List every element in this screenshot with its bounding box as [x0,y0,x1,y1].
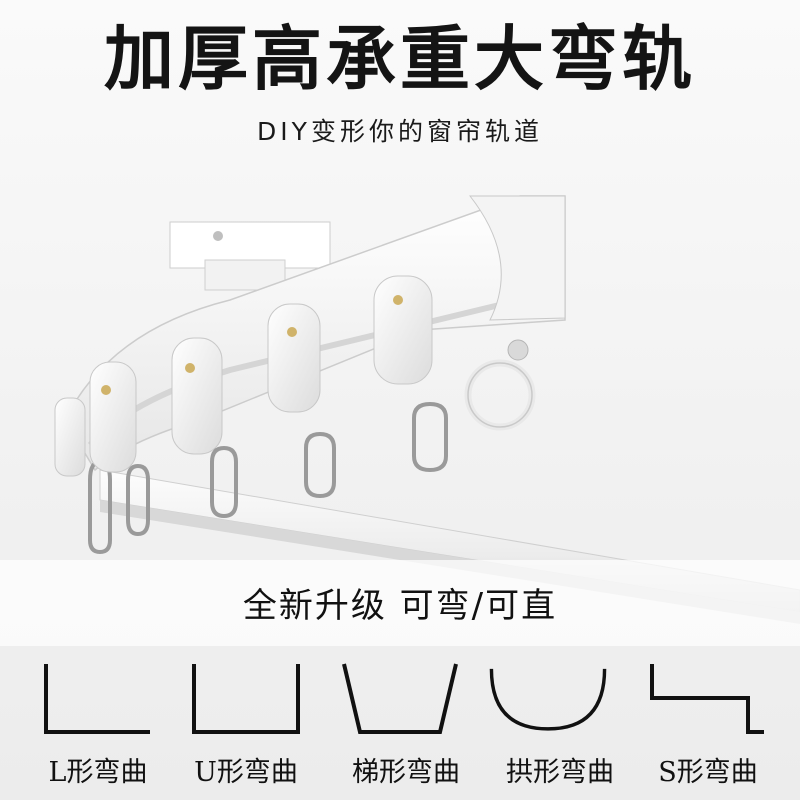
u-bend-icon [192,664,300,734]
bend-label-s: S形弯曲 [658,757,758,788]
s-bend-icon [650,664,764,734]
bend-label-arch: 拱形弯曲 [506,757,614,788]
subheadline: DIY变形你的窗帘轨道 [257,117,543,146]
l-bend-icon [44,664,150,734]
arch-bend-icon [489,668,607,731]
bend-label-u: U形弯曲 [194,757,298,788]
upgrade-banner-text: 全新升级 可弯/可直 [242,586,558,626]
headline: 加厚高承重大弯轨 [104,18,696,100]
bend-label-l: L形弯曲 [48,757,148,788]
highlight-band [0,560,800,646]
bend-label-trapezoid: 梯形弯曲 [352,757,460,788]
trapezoid-bend-icon [342,663,458,734]
